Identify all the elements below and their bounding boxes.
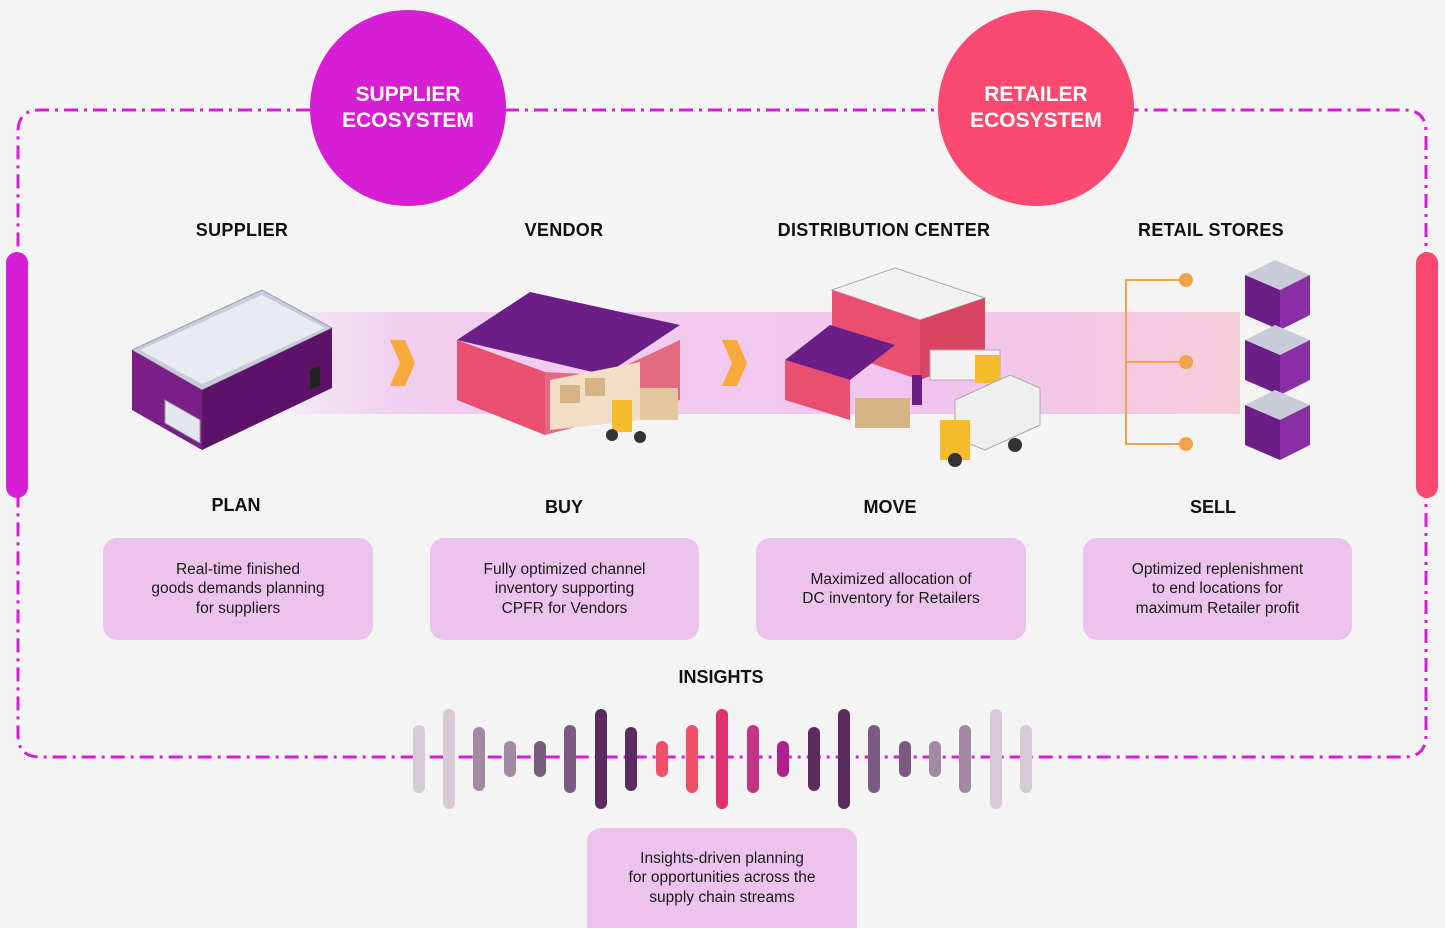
- retailer-ecosystem-circle: RETAILER ECOSYSTEM: [938, 10, 1134, 206]
- insights-description-text: Insights-driven planning for opportuniti…: [628, 849, 816, 906]
- left-accent-bar: [6, 252, 28, 498]
- stage-title-vendor: VENDOR: [524, 220, 604, 240]
- supplier-ecosystem-circle: SUPPLIER ECOSYSTEM: [310, 10, 506, 206]
- stage-title-supplier: SUPPLIER: [195, 220, 289, 240]
- chevron-right-icon-2: [722, 340, 747, 386]
- insights-description-card: Insights-driven planning for opportuniti…: [587, 828, 857, 928]
- stage-verb-move: MOVE: [863, 497, 917, 517]
- description-text-plan: Real-time finished goods demands plannin…: [151, 560, 325, 617]
- stage-verb-sell: SELL: [1189, 497, 1236, 517]
- description-card-sell: Optimized replenishment to end locations…: [1083, 538, 1352, 640]
- supplier-ecosystem-label: SUPPLIER ECOSYSTEM: [342, 83, 474, 132]
- insights-title: INSIGHTS: [678, 667, 764, 687]
- vendor-warehouse-forklift-icon: [457, 292, 680, 443]
- description-text-move: Maximized allocation of DC inventory for…: [802, 570, 980, 608]
- right-accent-bar: [1416, 252, 1438, 498]
- description-card-move: Maximized allocation of DC inventory for…: [756, 538, 1026, 640]
- supplier-building-icon: [130, 289, 334, 450]
- description-card-plan: Real-time finished goods demands plannin…: [103, 538, 373, 640]
- stage-verb-plan: PLAN: [211, 495, 261, 515]
- retailer-ecosystem-label: RETAILER ECOSYSTEM: [970, 83, 1102, 132]
- chevron-right-icon: [390, 340, 415, 386]
- description-card-buy: Fully optimized channel inventory suppor…: [430, 538, 699, 640]
- description-text-buy: Fully optimized channel inventory suppor…: [483, 560, 646, 617]
- supply-chain-illustration: [130, 260, 1310, 467]
- retail-store-building-icon: [1245, 260, 1310, 460]
- distribution-center-trucks-icon: [785, 267, 1041, 467]
- stage-title-distribution-center: DISTRIBUTION CENTER: [777, 220, 991, 240]
- description-text-sell: Optimized replenishment to end locations…: [1131, 560, 1304, 617]
- stage-verb-buy: BUY: [544, 497, 583, 517]
- insights-waveform-icon: [413, 709, 1032, 809]
- retail-connector-lines: [1125, 273, 1193, 451]
- stage-title-retail-stores: RETAIL STORES: [1138, 220, 1284, 240]
